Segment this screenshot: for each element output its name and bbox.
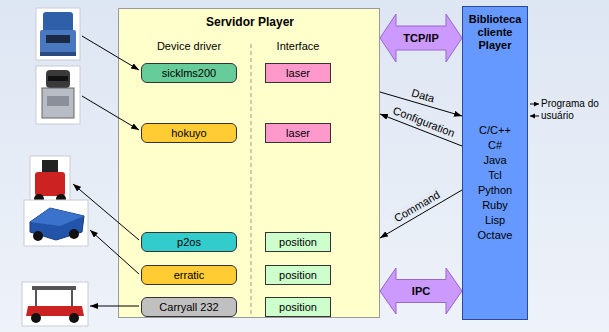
interface-box: position [265, 297, 331, 317]
message-label: Command [390, 187, 443, 225]
protocol-label: TCP/IP [403, 32, 438, 44]
note-label: Programa do usuário [541, 98, 605, 122]
box-label: position [279, 301, 317, 313]
device-arrow [82, 96, 139, 130]
message-label: Data [409, 86, 439, 105]
double-arrow [380, 268, 462, 314]
box-label: laser [286, 127, 310, 139]
interface-box: position [265, 265, 331, 285]
box-label: position [279, 236, 317, 248]
driver-box: erratic [141, 265, 237, 285]
language-name: Python [463, 183, 527, 198]
protocol-label: IPC [412, 285, 430, 297]
language-name: Tcl [463, 168, 527, 183]
small-arrow [530, 104, 539, 105]
driver-box: hokuyo [141, 123, 237, 143]
hokuyo-laser-picture [36, 66, 80, 124]
driver-box: sicklms200 [141, 63, 237, 83]
language-name: Lisp [463, 213, 527, 228]
interface-box: laser [265, 123, 331, 143]
language-name: Java [463, 153, 527, 168]
device-arrow [90, 306, 139, 307]
box-label: hokuyo [171, 127, 206, 139]
column-heading: Interface [265, 40, 331, 52]
language-name: Octave [463, 228, 527, 243]
server-panel: Servidor PlayerDevice driver Interface sic… [118, 8, 380, 318]
language-name: C/C++ [463, 123, 527, 138]
client-library-box: Biblioteca cliente PlayerC/C++C#JavaTclP… [462, 6, 528, 320]
sick-laser-picture [36, 8, 80, 60]
driver-box: p2os [141, 232, 237, 252]
language-name: Ruby [463, 198, 527, 213]
box-title: Biblioteca cliente Player [463, 13, 527, 52]
erratic-robot-picture [24, 200, 88, 246]
panel-title: Servidor Player [119, 15, 381, 29]
small-arrow [530, 116, 539, 117]
interface-box: laser [265, 63, 331, 83]
device-arrow [82, 36, 139, 70]
column-heading: Device driver [141, 40, 237, 52]
message-label: Configuration [390, 103, 459, 139]
box-label: laser [286, 67, 310, 79]
box-label: erratic [174, 269, 205, 281]
column-divider [251, 44, 252, 316]
language-name: C# [463, 138, 527, 153]
box-label: sicklms200 [162, 67, 216, 79]
device-arrow [90, 230, 139, 274]
device-arrow [73, 184, 139, 240]
box-label: position [279, 269, 317, 281]
interface-box: position [265, 232, 331, 252]
double-arrow [380, 14, 462, 62]
golf-cart-picture [22, 282, 88, 326]
pioneer-robot-picture [30, 156, 70, 206]
box-label: Carryall 232 [159, 301, 218, 313]
box-label: p2os [177, 236, 201, 248]
driver-box: Carryall 232 [141, 297, 237, 317]
